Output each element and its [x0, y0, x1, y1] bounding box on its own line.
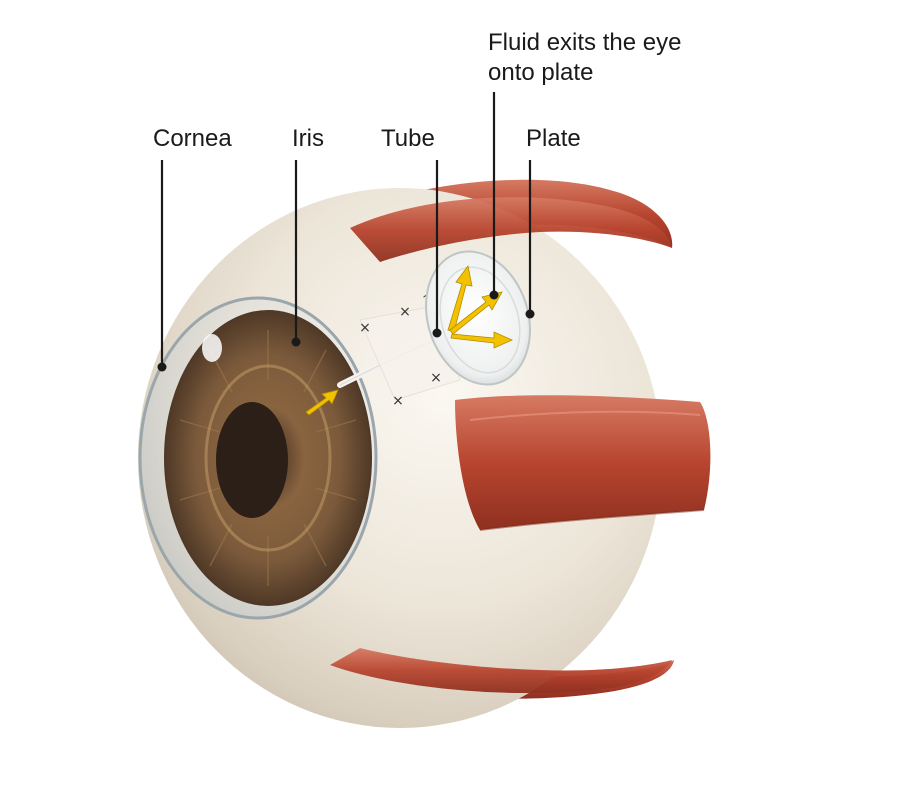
svg-text:×: × [359, 320, 371, 336]
svg-text:×: × [399, 304, 411, 320]
label-tube: Tube [381, 125, 435, 152]
lateral-muscle [455, 395, 711, 530]
svg-text:×: × [392, 393, 404, 409]
label-iris: Iris [292, 125, 324, 152]
label-fluid-exits: Fluid exits the eye onto plate [488, 28, 681, 88]
label-fluid-line2: onto plate [488, 59, 594, 86]
label-plate: Plate [526, 125, 581, 152]
tube-entry-arrow [305, 389, 339, 416]
fluid-arrows [447, 265, 513, 349]
label-fluid-line1: Fluid exits the eye [488, 29, 682, 56]
superior-muscle-insertion [350, 197, 672, 262]
leader-dots [157, 290, 535, 372]
inferior-muscle-insertion [330, 648, 672, 694]
pupil [216, 402, 288, 518]
leader-lines [160, 92, 532, 367]
label-cornea: Cornea [153, 125, 232, 152]
svg-text:×: × [430, 370, 442, 386]
